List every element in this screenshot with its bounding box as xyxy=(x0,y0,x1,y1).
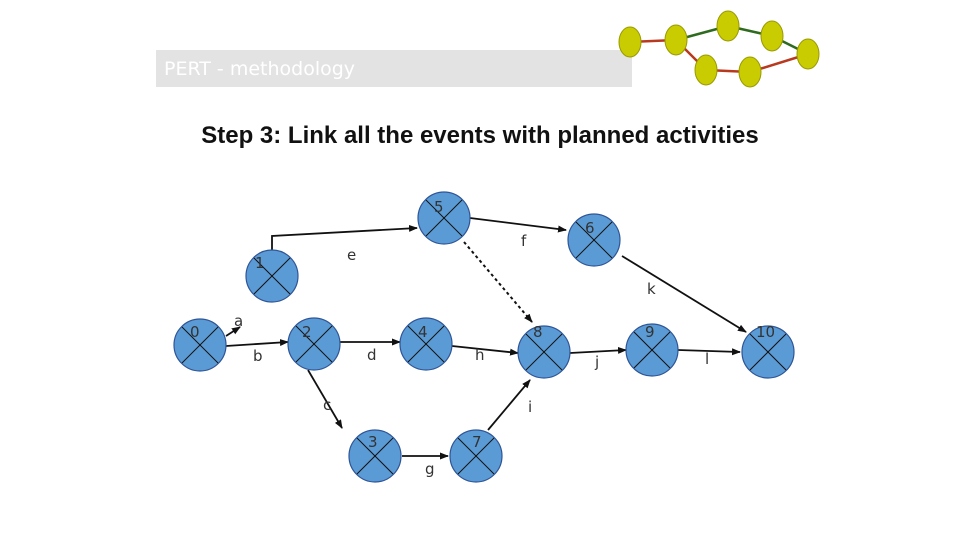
node-10-label: 10 xyxy=(756,323,775,341)
node-9: 9 xyxy=(625,323,679,377)
edge-i xyxy=(487,379,531,431)
node-5-label: 5 xyxy=(434,198,444,216)
node-0: 0 xyxy=(173,318,227,372)
edge-b xyxy=(225,339,289,347)
activity-label-e: e xyxy=(347,246,356,264)
activity-label-d: d xyxy=(367,346,377,364)
edge-a xyxy=(225,326,241,337)
edge-h xyxy=(451,345,519,356)
activity-labels: a b c d e f g h i j k l xyxy=(234,232,709,478)
edge-c xyxy=(307,369,343,429)
activity-label-h: h xyxy=(475,346,485,364)
node-8: 8 xyxy=(517,323,571,379)
activity-label-f: f xyxy=(521,232,527,250)
edge-k xyxy=(621,255,747,333)
node-1-label: 1 xyxy=(255,254,265,272)
slide-title: Step 3: Link all the events with planned… xyxy=(201,122,759,149)
node-2-label: 2 xyxy=(302,323,312,341)
activity-label-k: k xyxy=(647,280,656,298)
activity-label-g: g xyxy=(425,460,435,478)
node-10: 10 xyxy=(741,323,795,379)
header-text: PERT - methodology xyxy=(164,58,356,80)
header-bar: PERT - methodology xyxy=(156,50,632,87)
activity-label-c: c xyxy=(323,396,331,414)
edge-j xyxy=(569,346,627,354)
activity-label-l: l xyxy=(705,350,709,368)
node-4: 4 xyxy=(399,317,453,371)
activity-label-i: i xyxy=(528,398,532,416)
logo-network-icon xyxy=(618,10,820,88)
node-3-label: 3 xyxy=(368,433,378,451)
node-5: 5 xyxy=(417,191,471,245)
node-7-label: 7 xyxy=(472,433,482,451)
activity-label-a: a xyxy=(234,312,243,330)
node-9-label: 9 xyxy=(645,323,655,341)
edge-dummy xyxy=(463,241,533,323)
edge-l xyxy=(677,348,741,356)
node-8-label: 8 xyxy=(533,323,543,341)
node-4-label: 4 xyxy=(418,323,428,341)
node-1: 1 xyxy=(245,249,299,303)
node-3: 3 xyxy=(348,429,402,483)
edge-f xyxy=(469,217,567,233)
node-6: 6 xyxy=(567,213,621,267)
node-6-label: 6 xyxy=(585,219,595,237)
node-7: 7 xyxy=(449,429,503,483)
activity-label-b: b xyxy=(253,347,263,365)
node-2: 2 xyxy=(287,317,341,371)
node-0-label: 0 xyxy=(190,323,200,341)
activity-label-j: j xyxy=(594,353,599,371)
